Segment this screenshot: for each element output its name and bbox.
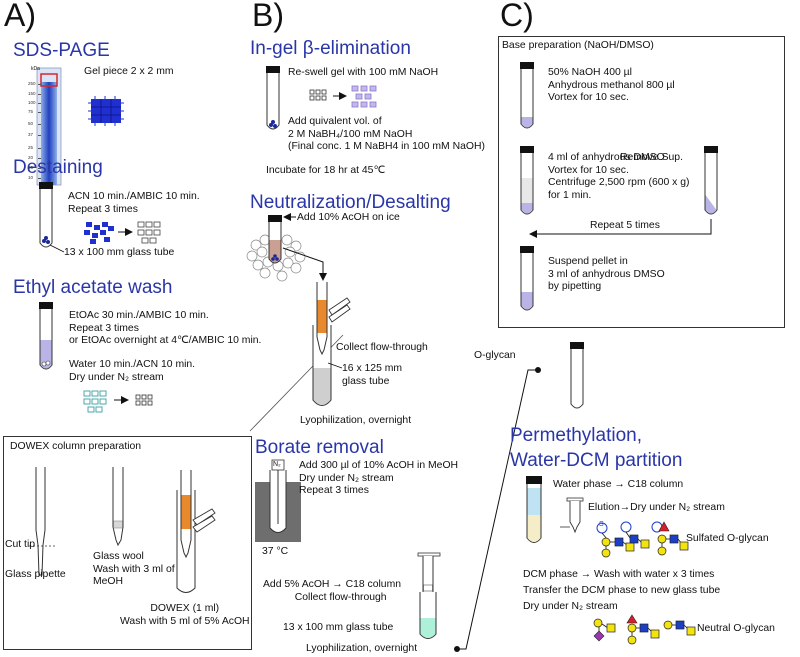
base-step-2: 4 ml of anhydrous DMSO Vortex for 10 sec… <box>548 152 690 202</box>
neutral-o-glycan-label: Neutral O-glycan <box>697 623 775 634</box>
panel-a-label: A) <box>4 0 36 33</box>
ethyl-acetate-heading: Ethyl acetate wash <box>13 277 173 298</box>
borate-text: Add 300 µl of 10% AcOH in MeOH Dry under… <box>299 460 459 497</box>
lyophilization-text: Lyophilization, overnight <box>300 415 412 426</box>
sulfated-glycan-1-icon <box>596 522 635 558</box>
kda-label: kDa <box>31 66 40 72</box>
elution-text: Elution→Dry under N₂ stream <box>588 502 725 513</box>
blue-gel-pieces-icon <box>84 222 114 244</box>
dry-gel-pieces-icon <box>135 394 153 406</box>
sulfated-glycan-2-icon <box>620 521 650 549</box>
marker-value: 50 <box>28 121 34 126</box>
dowex-column-icon <box>176 470 216 593</box>
base-tube-3-icon <box>520 246 534 311</box>
panel-b-label: B) <box>252 0 284 33</box>
dowex-desalting-column-icon <box>316 282 351 356</box>
tube-size-label: 13 x 100 mm glass tube <box>64 247 175 258</box>
marker-value: 250 <box>28 81 36 86</box>
gel-piece-label: Gel piece 2 x 2 mm <box>84 66 174 77</box>
marker-value: 25 <box>28 145 34 150</box>
neutral-glycan-2-icon <box>626 614 660 645</box>
sulfated-o-glycan-label: Sulfated O-glycan <box>686 533 769 544</box>
ethyl-tube-icon <box>39 302 53 370</box>
base-tube-1-icon <box>520 62 534 129</box>
c18-column-small-icon <box>560 497 584 534</box>
connector-line <box>457 369 538 650</box>
tube16-leader <box>327 362 343 369</box>
dcm-phase-text: DCM phase → Wash with water x 3 times Tr… <box>523 569 721 613</box>
collect-flow-text: Collect flow-through <box>336 342 428 353</box>
partition-tube-icon <box>526 476 542 543</box>
swollen-gel-icon <box>351 85 377 108</box>
transfer-arrow <box>282 247 327 281</box>
temperature-label: 37 °C <box>262 546 289 557</box>
add-acoh-text: Add 10% AcOH on ice <box>297 212 400 223</box>
final-collection-tube-icon <box>419 592 437 639</box>
sds-gel-lane <box>36 67 62 186</box>
clear-gel-pieces-icon <box>137 221 161 244</box>
base-step-3: Suspend pellet in 3 ml of anhydrous DMSO… <box>548 256 665 293</box>
add-equivalent-text: Add quivalent vol. of 2 M NaBH₄/100 mM N… <box>288 116 485 153</box>
dowex-box-title: DOWEX column preparation <box>10 441 142 452</box>
base-preparation-box <box>498 36 785 328</box>
destain-text: ACN 10 min./AMBIC 10 min. Repeat 3 times <box>68 191 200 215</box>
neutral-glycan-3-icon <box>663 620 696 636</box>
base-preparation-title: Base preparation (NaOH/DMSO) <box>502 40 654 51</box>
glass-wool-column-icon <box>112 467 124 547</box>
marker-value: 15 <box>28 165 34 170</box>
remove-sup-tube-icon <box>704 146 718 215</box>
base-step-1: 50% NaOH 400 µl Anhydrous methanol 800 µ… <box>548 67 675 104</box>
sds-page-heading: SDS-PAGE <box>13 40 110 61</box>
repeat-arrow <box>529 219 712 238</box>
neutralization-tube-icon <box>268 215 282 264</box>
tube-13-label: 13 x 100 mm glass tube <box>283 622 394 633</box>
tube-16-label: 16 x 125 mm glass tube <box>342 363 403 387</box>
o-glycan-tube-icon <box>570 342 584 409</box>
n2-label: N₂ <box>273 461 281 468</box>
destaining-heading: Destaining <box>13 157 103 178</box>
heating-block-icon <box>255 459 301 542</box>
marker-value: 10 <box>28 175 34 180</box>
neutral-glycan-1-icon <box>593 618 616 642</box>
dowex-label: DOWEX (1 ml) Wash with 5 ml of 5% AcOH <box>120 603 250 627</box>
water-text: Water 10 min./ACN 10 min. Dry under N₂ s… <box>69 359 196 383</box>
neutralization-heading: Neutralization/Desalting <box>250 192 451 213</box>
beta-tube-icon <box>266 66 280 130</box>
ice-bath-icon <box>246 234 306 282</box>
glass-pipette-label: Glass pipette <box>5 569 66 580</box>
marker-value: 20 <box>28 155 34 160</box>
panel-c-label: C) <box>500 0 534 33</box>
dowex-box <box>3 436 252 650</box>
ethyl-text: EtOAc 30 min./AMBIC 10 min. Repeat 3 tim… <box>69 310 262 347</box>
reswell-text: Re-swell gel with 100 mM NaOH <box>288 67 439 78</box>
water-phase-text: Water phase → C18 column <box>553 479 684 490</box>
borate-removal-heading: Borate removal <box>255 437 384 458</box>
permethylation-heading: Permethylation, Water-DCM partition <box>510 425 683 471</box>
gel-piece-icon <box>88 96 124 126</box>
marker-value: 150 <box>28 91 36 96</box>
sulfated-glycan-3-icon <box>651 521 689 556</box>
cut-tip-label: Cut tip <box>5 539 36 550</box>
beta-elimination-heading: In-gel β-elimination <box>250 38 411 59</box>
marker-value: 100 <box>28 100 36 105</box>
o-glycan-label: O-glycan <box>474 350 516 361</box>
marker-value: 37 <box>28 132 34 137</box>
gel-swell-icon <box>309 89 327 101</box>
glass-pipette-icon <box>29 467 55 576</box>
marker-value: 75 <box>28 109 34 114</box>
destain-tube-icon <box>39 182 65 253</box>
repeat-5-label: Repeat 5 times <box>590 220 660 231</box>
teal-gel-pieces-icon <box>83 390 107 413</box>
sulfate-mark: S <box>599 521 604 528</box>
glass-wool-label: Glass wool Wash with 3 ml of MeOH <box>93 551 175 588</box>
lyophilization-2-text: Lyophilization, overnight <box>306 643 418 654</box>
collection-tube-icon <box>312 325 332 406</box>
base-tube-2-icon <box>520 146 534 215</box>
remove-sup-label: Remove Sup. <box>620 152 683 163</box>
c18-text: Add 5% AcOH → C18 column Collect flow-th… <box>263 579 402 603</box>
incubate-text: Incubate for 18 hr at 45℃ <box>266 165 386 176</box>
